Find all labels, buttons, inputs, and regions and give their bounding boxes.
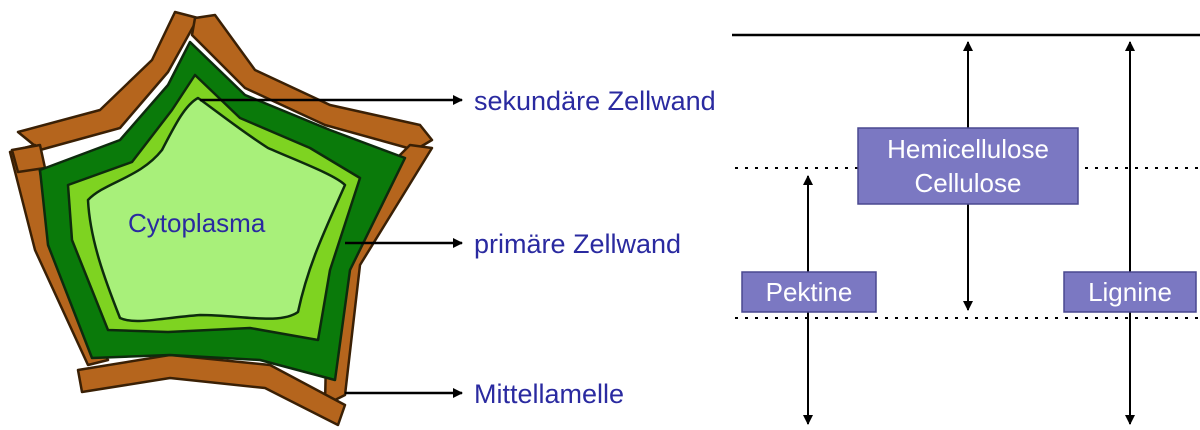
lignin-label: Lignine xyxy=(1088,277,1172,307)
component-distribution: Hemicellulose Cellulose Pektine Lignine xyxy=(732,33,1200,425)
primary-wall-label: primäre Zellwand xyxy=(474,229,681,259)
cytoplasm xyxy=(86,96,347,323)
pectin-box: Pektine xyxy=(741,271,877,313)
cytoplasm-label: Cytoplasma xyxy=(128,208,266,238)
hemicellulose-cellulose-box: Hemicellulose Cellulose xyxy=(857,127,1079,205)
lignin-box: Lignine xyxy=(1063,271,1197,313)
plant-cell: Cytoplasma xyxy=(8,10,434,427)
secondary-wall-label: sekundäre Zellwand xyxy=(474,86,716,116)
pectin-label: Pektine xyxy=(766,277,853,307)
hemicellulose-label: Hemicellulose xyxy=(887,134,1049,164)
cell-labels: sekundäre Zellwand primäre Zellwand Mitt… xyxy=(200,86,716,409)
middle-lamella-label: Mittellamelle xyxy=(474,379,624,409)
cellulose-label: Cellulose xyxy=(915,168,1022,198)
